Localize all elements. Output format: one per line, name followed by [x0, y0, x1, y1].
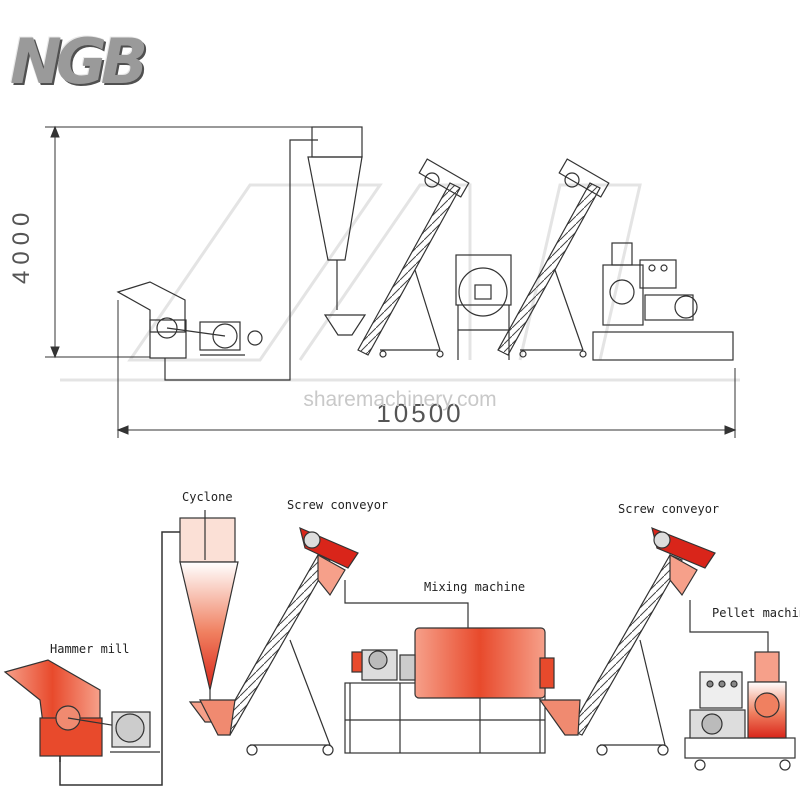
label-pellet-machine: Pellet machine — [712, 606, 800, 620]
website-watermark: sharemachinery.com — [303, 388, 497, 411]
top-pellet-machine — [592, 242, 734, 361]
bottom-screw-conveyor-2 — [538, 527, 716, 756]
label-hammer-mill: Hammer mill — [50, 642, 130, 656]
label-cyclone: Cyclone — [182, 490, 233, 504]
bottom-cyclone — [179, 510, 239, 723]
bottom-pellet-machine — [684, 651, 796, 771]
top-hammer-mill — [116, 281, 263, 359]
top-cyclone — [307, 126, 367, 336]
bottom-mixing-machine — [344, 627, 555, 754]
height-dimension-label: 4000 — [8, 206, 35, 284]
top-screw-conveyor-1 — [357, 158, 470, 358]
top-mixing-machine — [455, 254, 512, 360]
length-dimension-label: 10500 — [376, 398, 464, 428]
top-pipe — [164, 139, 318, 381]
bottom-hammer-mill — [3, 659, 160, 757]
top-screw-conveyor-2 — [497, 158, 610, 358]
logo-text: NGB — [10, 25, 148, 98]
label-screw-conveyor-1: Screw conveyor — [287, 498, 389, 512]
height-dimension-line — [45, 125, 320, 359]
pellet-machine-leader-line — [689, 600, 769, 655]
label-screw-conveyor-2: Screw conveyor — [618, 502, 720, 516]
length-dimension-line — [116, 300, 737, 438]
label-mixing-machine: Mixing machine — [424, 580, 526, 594]
ngb-logo: NGB — [10, 22, 215, 102]
bottom-screw-conveyor-1 — [199, 526, 359, 756]
mixing-machine-leader-line — [344, 580, 469, 630]
